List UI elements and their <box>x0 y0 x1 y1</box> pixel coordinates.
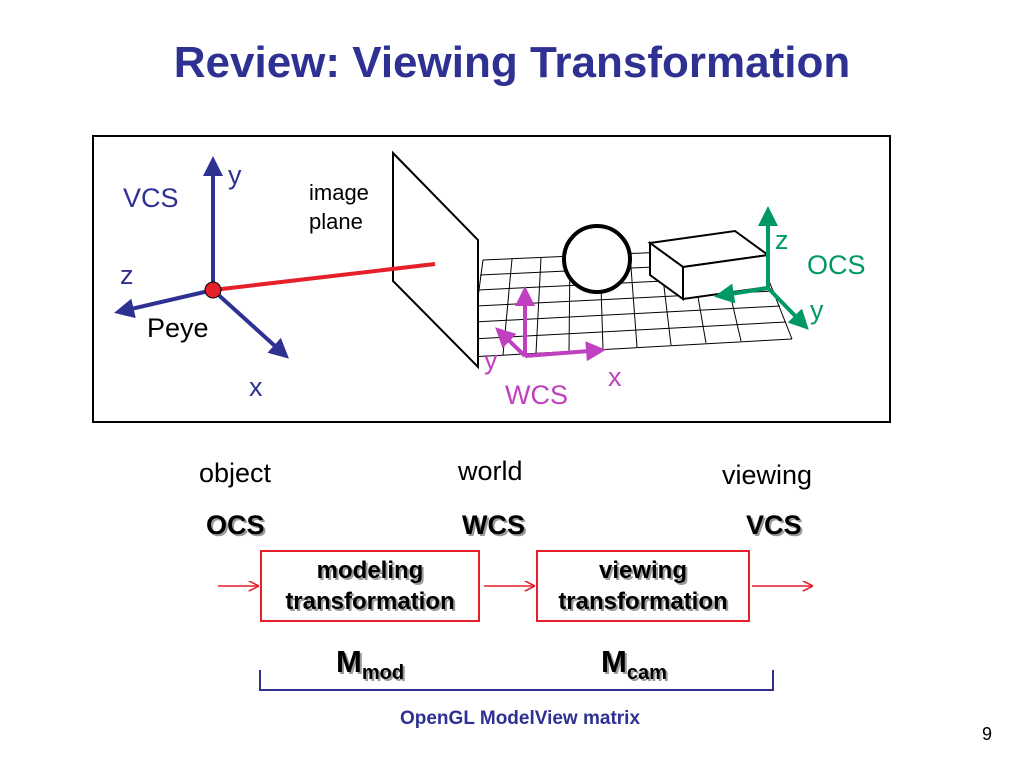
eye-point <box>204 281 222 299</box>
image-plane-label-line1: image <box>309 180 369 205</box>
space-abbr-vcs: VCS <box>746 510 802 540</box>
vcs-x-axis <box>211 288 289 359</box>
eye-ray <box>212 262 436 292</box>
matrix-mod: Mmod <box>336 644 404 685</box>
image-plane <box>392 150 479 370</box>
vcs-x-label: x <box>249 372 263 402</box>
space-abbr-ocs: OCS <box>206 510 265 540</box>
modeling-transformation-line1: modeling <box>316 557 424 584</box>
slide-title: Review: Viewing Transformation <box>173 38 851 87</box>
vcs-y-label: y <box>228 160 242 190</box>
wcs-y-axis <box>495 327 527 358</box>
vcs-z-label: z <box>120 260 134 290</box>
wcs-y-label: y <box>484 345 498 375</box>
matrix-mod-subscript: mod <box>361 662 405 684</box>
matrix-cam-letter: M <box>601 644 627 679</box>
matrix-cam-subscript: cam <box>626 662 667 684</box>
viewing-transformation-line2: transformation <box>558 588 728 615</box>
vcs-z-axis <box>114 288 214 319</box>
space-name-object: object <box>199 458 272 488</box>
box-object <box>647 229 771 301</box>
wcs-label: WCS <box>505 380 568 410</box>
ocs-x-axis <box>714 283 769 304</box>
modelview-bracket <box>259 670 774 691</box>
space-abbr-wcs: WCS <box>462 510 525 540</box>
sphere-object <box>562 224 632 294</box>
ocs-y-label: y <box>810 295 824 325</box>
space-name-world: world <box>458 456 523 486</box>
space-name-viewing: viewing <box>722 460 813 490</box>
wcs-x-axis <box>524 341 606 362</box>
modelview-label: OpenGL ModelView matrix <box>399 708 641 729</box>
matrix-mod-letter: M <box>336 644 362 679</box>
page-number: 9 <box>982 724 993 744</box>
image-plane-label: image plane <box>309 178 369 236</box>
modeling-transformation-box: modeling transformation <box>260 550 480 622</box>
image-plane-label-line2: plane <box>309 209 363 234</box>
scene-frame <box>92 135 891 423</box>
eye-label: Peye <box>147 313 209 343</box>
matrix-cam: Mcam <box>601 644 667 685</box>
wcs-x-label: x <box>608 362 622 392</box>
viewing-transformation-line1: viewing <box>598 557 688 584</box>
ocs-z-label: z <box>775 225 789 255</box>
ocs-y-axis <box>766 286 809 330</box>
vcs-label: VCS <box>123 183 179 213</box>
ocs-label: OCS <box>807 250 866 280</box>
modeling-transformation-line2: transformation <box>285 588 455 615</box>
viewing-transformation-box: viewing transformation <box>536 550 750 622</box>
